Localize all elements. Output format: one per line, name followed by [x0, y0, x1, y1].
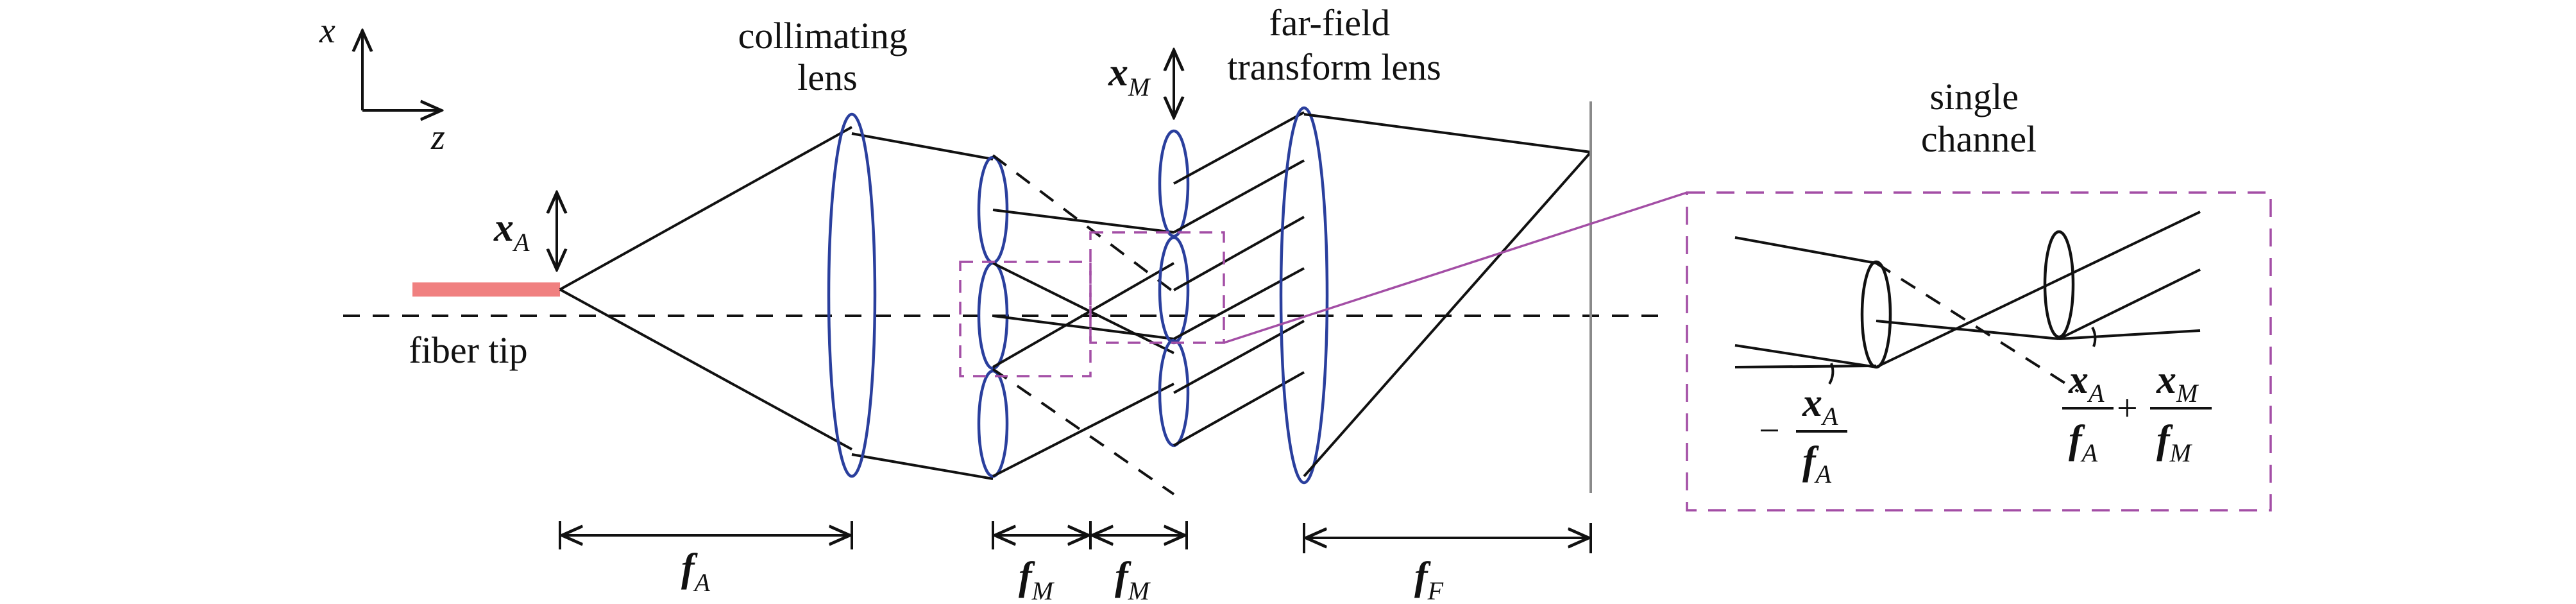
single-channel-label-line1: single	[1929, 76, 2019, 117]
svg-text:fA: fA	[1802, 439, 1832, 488]
fiber-tip-label: fiber tip	[409, 329, 527, 371]
inset-formula-left: − xA fA	[1759, 381, 1847, 488]
fM-label-2: fM	[1115, 555, 1151, 604]
far-field-transform-lens	[1279, 106, 1329, 485]
collimating-lens-label-line2: lens	[797, 56, 857, 98]
svg-text:xM: xM	[2156, 358, 2199, 408]
fM-label-1: fM	[1019, 555, 1055, 604]
plus-sign: +	[2117, 387, 2138, 429]
svg-text:collimating lens: collimating lens	[738, 15, 917, 98]
svg-text:fA: fA	[2069, 418, 2098, 467]
screen-rays	[1303, 113, 1592, 478]
dimension-lines	[559, 521, 1592, 553]
far-field-lens-label-line1: far-field	[1269, 2, 1390, 44]
single-channel-inset	[1734, 211, 2201, 393]
collimating-lens	[827, 112, 877, 478]
coordinate-axes: x z	[319, 11, 445, 157]
collimating-lens-label-line1: collimating	[738, 15, 908, 56]
svg-text:xA: xA	[2068, 358, 2105, 408]
axis-z-label: z	[430, 117, 445, 157]
axis-x-label: x	[319, 11, 335, 51]
minus-sign: −	[1759, 410, 1780, 451]
single-channel-inset-frame	[1686, 191, 2272, 512]
svg-text:fM: fM	[2157, 418, 2193, 467]
svg-text:single channel: single channel	[1921, 76, 2037, 160]
inset-formula-right: xA fA + xM fM	[2062, 358, 2212, 467]
far-field-lens-label-line2: transform lens	[1227, 46, 1441, 88]
xA-label: xA	[493, 206, 530, 257]
array-rays	[992, 154, 1175, 496]
svg-text:xA: xA	[1802, 381, 1838, 431]
xM-label: xM	[1108, 51, 1151, 101]
fA-label: fA	[681, 546, 711, 597]
collimated-beam	[851, 132, 994, 480]
fiber-rays	[559, 126, 852, 451]
zoom-boxes	[959, 191, 2272, 512]
svg-text:far-field transform lens: far-field transform lens	[1227, 2, 1441, 88]
fF-label: fF	[1414, 555, 1444, 604]
single-channel-label-line2: channel	[1921, 118, 2037, 160]
